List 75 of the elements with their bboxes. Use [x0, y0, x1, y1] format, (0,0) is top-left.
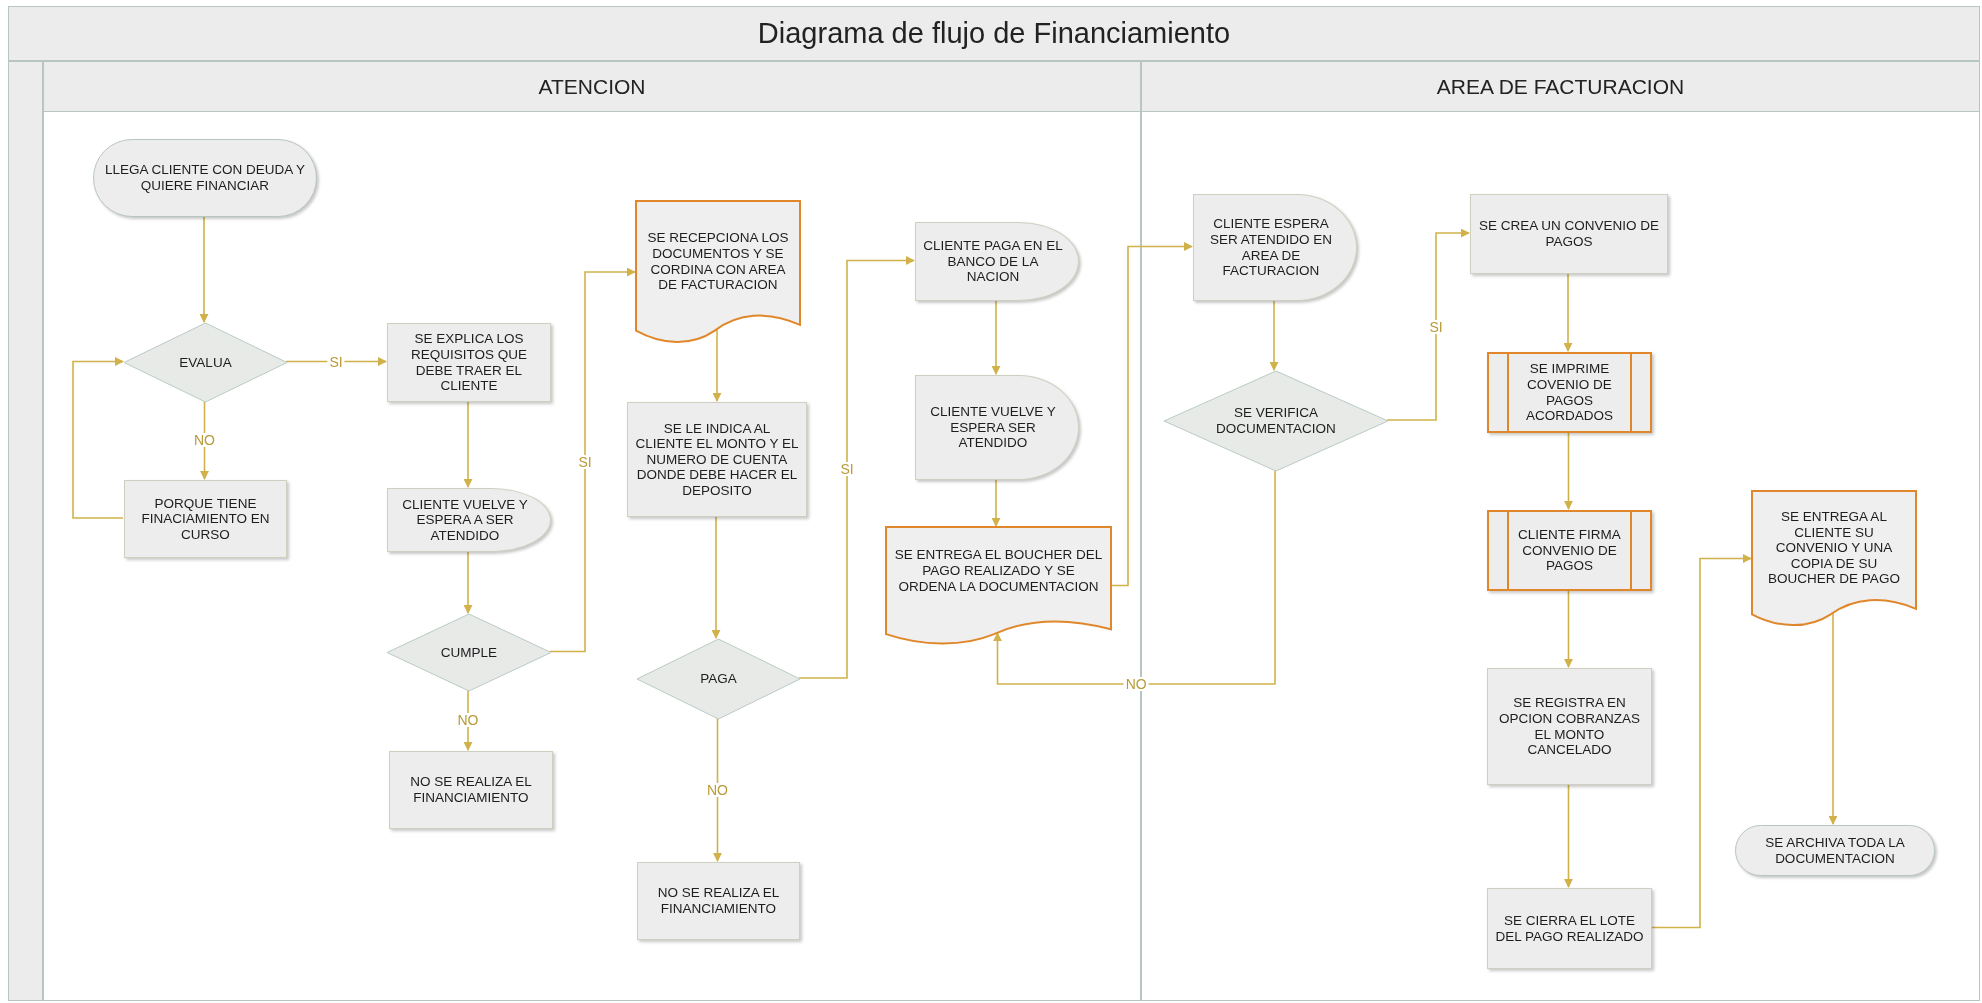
delay-shape: [915, 375, 1079, 480]
connector-arrow: [1564, 589, 1573, 668]
diagram-title: Diagrama de flujo de Financiamiento: [8, 6, 1980, 61]
terminal-pill: [1735, 825, 1935, 876]
step-label: SE RECEPCIONA LOS DOCUMENTOS Y SE CORDINA CON AREA DE FACTURACION: [646, 230, 790, 293]
step-label: SE ARCHIVA TODA LA DOCUMENTACION: [1764, 835, 1906, 866]
edge-label: NO: [455, 713, 481, 727]
lane-header: AREA DE FACTURACION: [1142, 62, 1979, 112]
connector-arrow: [549, 267, 636, 653]
delay-shape: [915, 222, 1079, 301]
subprocess-box: [1487, 510, 1652, 591]
process-box: [389, 751, 553, 829]
connector-arrow: [713, 717, 722, 862]
edge-label: NO: [1123, 677, 1149, 691]
connector-arrow: [1564, 431, 1573, 510]
process-box: [124, 480, 287, 558]
connector-arrow: [1109, 242, 1193, 587]
connector-arrow: [1650, 554, 1752, 929]
step-label: SE REGISTRA EN OPCION COBRANZAS EL MONTO CANCELADO: [1498, 695, 1641, 758]
step-label: CLIENTE PAGA EN EL BANCO DE LA NACION: [922, 238, 1064, 285]
lane-header: ATENCION: [44, 62, 1140, 112]
step-label: SE LE INDICA AL CLIENTE EL MONTO Y EL NUMERO DE CUENTA DONDE DEBE HACER EL DEPOSITO: [634, 420, 800, 499]
step-label: CLIENTE VUELVE Y ESPERA SER ATENDIDO: [929, 404, 1057, 451]
process-box: [637, 862, 800, 940]
edge-label: SI: [838, 462, 856, 477]
step-label: CLIENTE VUELVE Y ESPERA A SER ATENDIDO: [401, 496, 529, 544]
delay-shape: [1193, 194, 1357, 301]
connector-arrow: [1563, 272, 1573, 352]
connector-arrow: [1386, 228, 1470, 421]
step-label: EVALUA: [179, 354, 232, 371]
step-label: SE IMPRIME COVENIO DE PAGOS ACORDADOS: [1525, 361, 1614, 424]
step-label: SE ENTREGA AL CLIENTE SU CONVENIO Y UNA COPIA DE SU BOUCHER DE PAGO: [1767, 509, 1901, 587]
connector-arrow: [1269, 299, 1279, 371]
decision-diamond: [387, 614, 551, 691]
decision-diamond: [1164, 371, 1388, 471]
connector-arrow: [72, 357, 124, 519]
step-label: SE CIERRA EL LOTE DEL PAGO REALIZADO: [1494, 913, 1645, 944]
document-shape: [636, 201, 800, 345]
step-label: NO SE REALIZA EL FINANCIAMIENTO: [409, 774, 533, 806]
step-label: CLIENTE FIRMA CONVENIO DE PAGOS: [1517, 527, 1622, 574]
process-box: [627, 402, 807, 517]
document-shape: [886, 527, 1111, 646]
edge-label: NO: [192, 433, 217, 447]
step-label: SE EXPLICA LOS REQUISITOS QUE DEBE TRAER EL CLIENTE: [410, 331, 528, 394]
process-box: [1487, 888, 1652, 969]
step-label: SE ENTREGA EL BOUCHER DEL PAGO REALIZADO Y SE ORDENA LA DOCUMENTACION: [893, 547, 1104, 594]
connector-arrow: [285, 357, 387, 366]
step-label: LLEGA CLIENTE CON DEUDA Y QUIERE FINANCIAR: [103, 162, 307, 194]
step-label: CLIENTE ESPERA SER ATENDIDO EN AREA DE FACTURACION: [1209, 216, 1333, 279]
connector-arrow: [463, 400, 473, 488]
step-label: CUMPLE: [440, 644, 498, 661]
step-label: SE CREA UN CONVENIO DE PAGOS: [1477, 218, 1660, 250]
subprocess-box: [1487, 352, 1652, 433]
step-label: NO SE REALIZA EL FINANCIAMIENTO: [656, 885, 781, 917]
connector-arrow: [463, 550, 473, 614]
process-box: [1470, 194, 1668, 274]
connector-arrow: [991, 299, 1001, 375]
delay-shape: [387, 488, 551, 552]
connector-arrow: [711, 515, 721, 639]
document-shape: [1752, 491, 1916, 628]
connector-arrow: [1828, 612, 1838, 825]
connector-arrow: [798, 256, 915, 679]
connector-arrow: [1564, 783, 1573, 888]
connector-arrow: [991, 478, 1001, 527]
connector-arrow: [993, 469, 1276, 685]
step-label: PORQUE TIENE FINACIAMIENTO EN CURSO: [140, 495, 271, 543]
step-label: PAGA: [700, 671, 737, 687]
decision-diamond: [637, 639, 800, 719]
connector-arrow: [712, 328, 722, 402]
step-label: SE VERIFICA DOCUMENTACION: [1215, 405, 1337, 437]
terminal-pill: [93, 139, 317, 217]
process-box: [1487, 668, 1652, 785]
connector-arrow: [199, 215, 209, 323]
process-box: [387, 323, 551, 402]
decision-diamond: [124, 323, 287, 402]
